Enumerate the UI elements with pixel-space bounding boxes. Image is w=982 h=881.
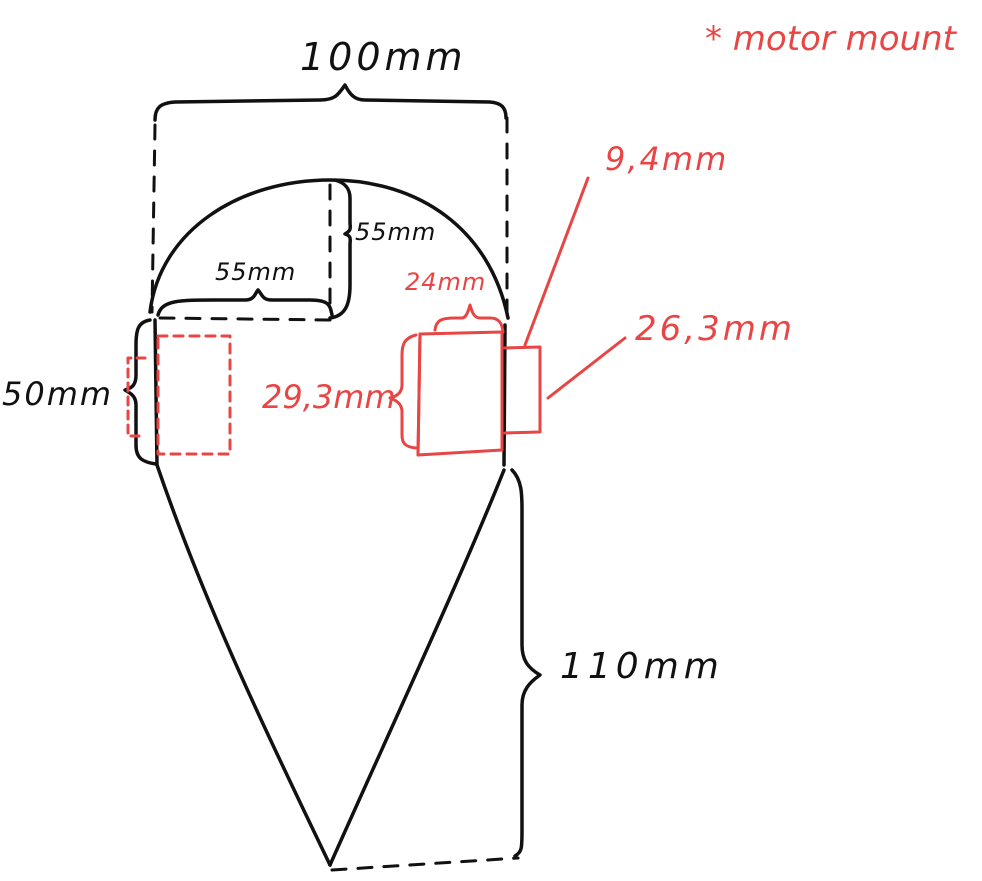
left-motor-placeholder [156,334,232,456]
width-bracket [153,83,508,122]
mount-thickness-leader [523,176,590,347]
tail-length-label: 110mm [560,646,724,687]
right-side [502,323,507,467]
right-motor-inner-edge [416,332,422,457]
black-labels: 100mm 55mm 55mm 50mm 110mm [2,35,724,687]
dome-radius-label: 55mm [215,258,296,286]
base-guide [158,316,334,322]
left-motor-bracket [126,356,147,438]
mount-thickness-label: 9,4mm [605,140,728,178]
frame-outline [123,83,542,867]
radius-bracket [156,288,334,317]
height-bracket [328,178,353,320]
total-width-label: 100mm [300,35,467,79]
motor-mount-note: * motor mount [705,19,958,59]
side-height-label: 50mm [2,375,113,413]
left-width-guide [150,123,157,314]
dome-arc [148,178,510,320]
motor-height-label: 29,3mm [262,378,396,416]
motor-height-bracket [388,333,418,450]
mount-height-leader [546,336,627,400]
mount-height-label: 26,3mm [635,309,795,349]
motor-width-label: 24mm [405,268,486,296]
red-labels: * motor mount 9,4mm 24mm 26,3mm 29,3mm [262,19,958,416]
motor-mount-elements [126,176,627,457]
motor-width-bracket [433,303,505,334]
tail-base-guide [330,856,520,872]
tail-right-edge [328,468,506,867]
right-motor-block [416,330,504,457]
tail-length-bracket [510,468,542,858]
dome-height-label: 55mm [355,218,436,246]
tail-left-edge [155,463,332,867]
side-height-bracket [123,318,158,466]
guide-lines [150,116,520,872]
mount-plate [503,345,542,435]
